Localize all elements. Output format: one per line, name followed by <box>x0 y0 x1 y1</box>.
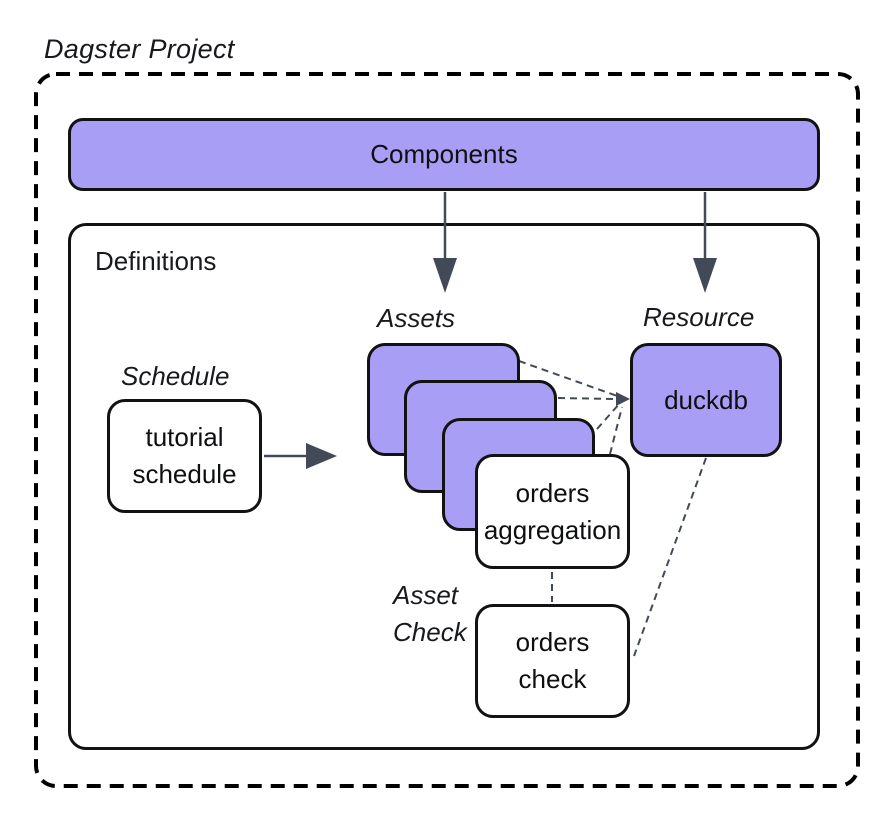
node-orders-aggregation: orders aggregation <box>475 454 630 569</box>
asset-check-caption: Asset Check <box>393 580 467 647</box>
node-tutorial-schedule: tutorial schedule <box>107 399 262 513</box>
definitions-label: Definitions <box>95 246 217 276</box>
assets-caption: Assets <box>377 303 456 333</box>
resource-caption: Resource <box>643 302 755 332</box>
components-label: Components <box>370 139 518 169</box>
schedule-caption: Schedule <box>121 361 230 391</box>
components-bar: Components <box>68 118 820 191</box>
node-duckdb: duckdb <box>630 343 782 457</box>
node-orders-check: orders check <box>475 604 630 718</box>
diagram-title: Dagster Project <box>44 34 235 64</box>
